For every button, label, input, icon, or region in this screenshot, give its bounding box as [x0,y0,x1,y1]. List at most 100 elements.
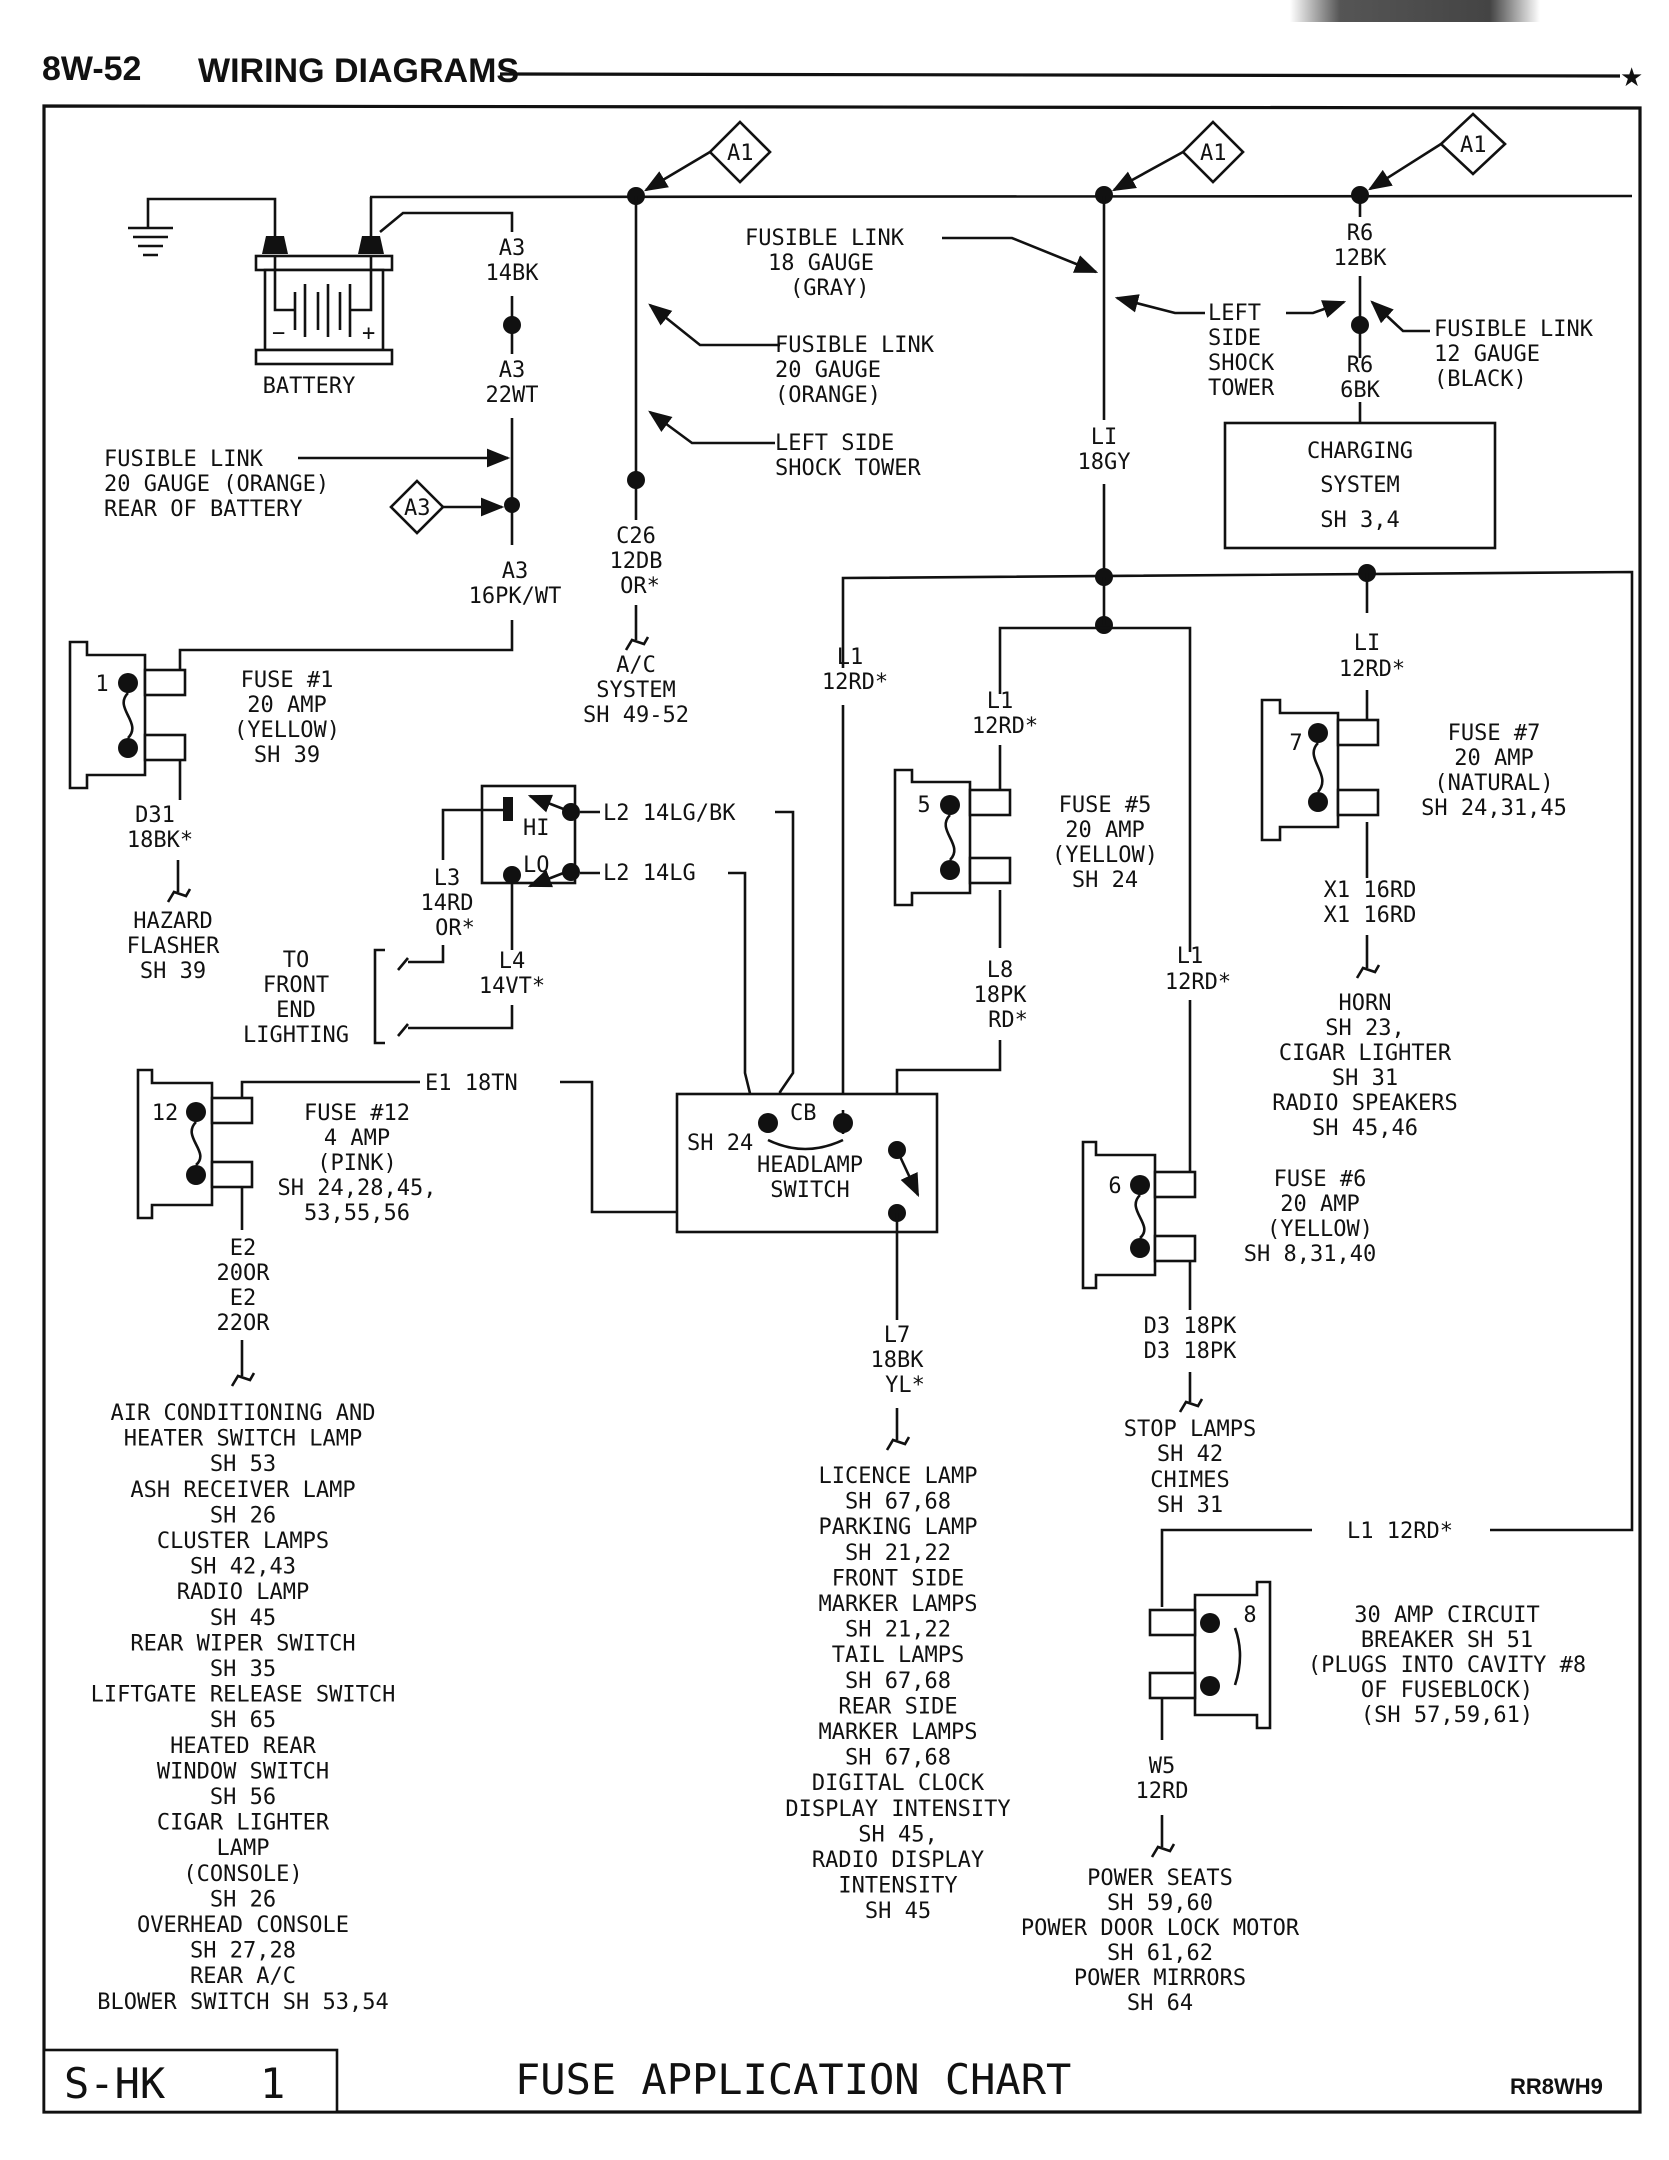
a3-16pkwt-label: A3 16PK/WT [469,559,562,609]
circuit-list-line: SH 67,68 [845,1669,951,1694]
svg-text:14RD: 14RD [421,891,474,916]
circuit-list-line: REAR A/C [190,1964,296,1989]
svg-text:12RD*: 12RD* [1165,970,1231,995]
svg-text:LI: LI [1354,631,1381,656]
battery-bus [369,194,1633,199]
svg-text:20 AMP: 20 AMP [1065,818,1144,843]
e1-wire-left [240,1080,420,1098]
svg-text:SH 31: SH 31 [1157,1493,1223,1518]
cb-label: CB [790,1101,817,1126]
l1-bottom-label: L1 12RD* [1347,1519,1453,1544]
circuit-breaker-8[interactable]: 8 [1148,1580,1272,1730]
fuse-7-label: FUSE #7 20 AMP (NATURAL) SH 24,31,45 [1421,721,1567,821]
splice-a3-rear [504,497,520,513]
svg-text:7: 7 [1289,731,1302,756]
circuit-list-line: MARKER LAMPS [819,1592,978,1617]
svg-text:SIDE: SIDE [1208,326,1261,351]
svg-text:22WT: 22WT [486,383,539,408]
fuse-7[interactable]: 7 [1260,698,1380,842]
left-shock-tower-arrow-1 [648,410,775,445]
star-icon: ★ [1620,63,1643,93]
svg-text:FUSE #7: FUSE #7 [1448,721,1541,746]
l2-14lgbk-label: L2 14LG/BK [603,801,736,826]
circuit-list-line: WINDOW SWITCH [157,1759,329,1784]
svg-text:POWER SEATS: POWER SEATS [1087,1866,1233,1891]
fusible-link-gray-label: FUSIBLE LINK 18 GAUGE (GRAY) [745,226,905,301]
cb8-feed-wire [1160,1528,1312,1607]
svg-text:L1: L1 [837,645,864,670]
svg-text:(YELLOW): (YELLOW) [234,718,340,743]
svg-text:SH 24: SH 24 [1072,868,1138,893]
dimmer-switch[interactable]: HI LO [480,784,580,888]
svg-text:(NATURAL): (NATURAL) [1434,771,1553,796]
svg-text:R6: R6 [1347,353,1374,378]
svg-text:D3 18PK: D3 18PK [1144,1314,1237,1339]
svg-text:SHOCK: SHOCK [1208,351,1275,376]
w5-label: W5 12RD [1136,1754,1189,1804]
hazard-flasher-label: HAZARD FLASHER SH 39 [127,909,220,984]
fuse-1[interactable]: 1 [68,640,187,790]
connector-a1-right: A1 [1368,112,1507,191]
e2-label: E2 20OR E2 22OR [217,1236,271,1336]
front-end-wires [408,945,514,1030]
circuit-list-line: ASH RECEIVER LAMP [130,1478,355,1503]
fuse-5[interactable]: 5 [893,768,1012,907]
svg-text:12RD*: 12RD* [972,714,1038,739]
l7-label: L7 18BK YL* [871,1323,925,1398]
svg-text:SH 39: SH 39 [140,959,206,984]
circuit-list-line: SH 35 [210,1657,276,1682]
svg-text:CHIMES: CHIMES [1150,1468,1229,1493]
fuse-12[interactable]: 12 [136,1068,254,1220]
d3-label: D3 18PK D3 18PK [1144,1314,1237,1364]
l2-14lg-label: L2 14LG [603,861,696,886]
svg-text:TOWER: TOWER [1208,376,1275,401]
circuit-list-line: SH 21,22 [845,1541,951,1566]
circuit-list-line: LAMP [217,1836,270,1861]
header-rule [499,72,1621,78]
svg-text:(PLUGS INTO CAVITY #8: (PLUGS INTO CAVITY #8 [1308,1653,1586,1678]
footer-ref: RR8WH9 [1510,2074,1603,2099]
svg-text:(GRAY): (GRAY) [790,276,869,301]
splice-a1-right [1351,186,1369,204]
svg-text:FUSE #12: FUSE #12 [304,1101,410,1126]
circuit-list-line: SH 45 [865,1899,931,1924]
fusible-link-black-arrow [1370,300,1430,333]
svg-text:SYSTEM: SYSTEM [596,678,675,703]
circuit-list-line: SH 42,43 [190,1555,296,1580]
fuse-1-label: FUSE #1 20 AMP (YELLOW) SH 39 [234,668,340,768]
circuit-list-line: SH 27,28 [190,1939,296,1964]
svg-text:X1 16RD: X1 16RD [1324,878,1417,903]
fuse-6[interactable]: 6 [1081,1140,1197,1290]
footer-code: S-HK [64,2059,166,2108]
svg-text:FUSE #1: FUSE #1 [241,668,334,693]
r6-6bk-label: R6 6BK [1340,353,1380,403]
svg-text:(SH 57,59,61): (SH 57,59,61) [1361,1703,1533,1728]
ac-system-label: A/C SYSTEM SH 49-52 [583,653,689,728]
ground-symbol [128,197,277,257]
l7-connector-icon [885,1408,911,1451]
svg-text:L1: L1 [1177,944,1204,969]
splice-r6 [1351,316,1369,334]
svg-text:18PK: 18PK [974,983,1028,1008]
l1-mid-label: L1 12RD* [972,689,1038,739]
svg-text:SH 3,4: SH 3,4 [1320,508,1399,533]
l1-right-label: LI 12RD* [1339,631,1405,682]
svg-text:SH 39: SH 39 [254,743,320,768]
svg-text:HORN: HORN [1339,991,1392,1016]
l1-center-label: L1 12RD* [1165,944,1231,995]
circuit-list-line: LICENCE LAMP [819,1464,978,1489]
svg-text:TO: TO [283,948,310,973]
footer-title: FUSE APPLICATION CHART [515,2055,1071,2104]
svg-text:SH 24,31,45: SH 24,31,45 [1421,796,1567,821]
e2-connector-icon [230,1340,256,1387]
battery-icon: − + [254,197,394,366]
svg-text:SH 24,28,45,: SH 24,28,45, [278,1176,437,1201]
circuit-list-line: SH 67,68 [845,1746,951,1771]
svg-text:LEFT SIDE: LEFT SIDE [775,431,894,456]
a3-22wt-label: A3 22WT [486,358,539,408]
svg-text:20OR: 20OR [217,1261,271,1286]
svg-text:(BLACK): (BLACK) [1434,367,1527,392]
circuit-breaker-8-label: 30 AMP CIRCUIT BREAKER SH 51 (PLUGS INTO… [1308,1603,1586,1728]
